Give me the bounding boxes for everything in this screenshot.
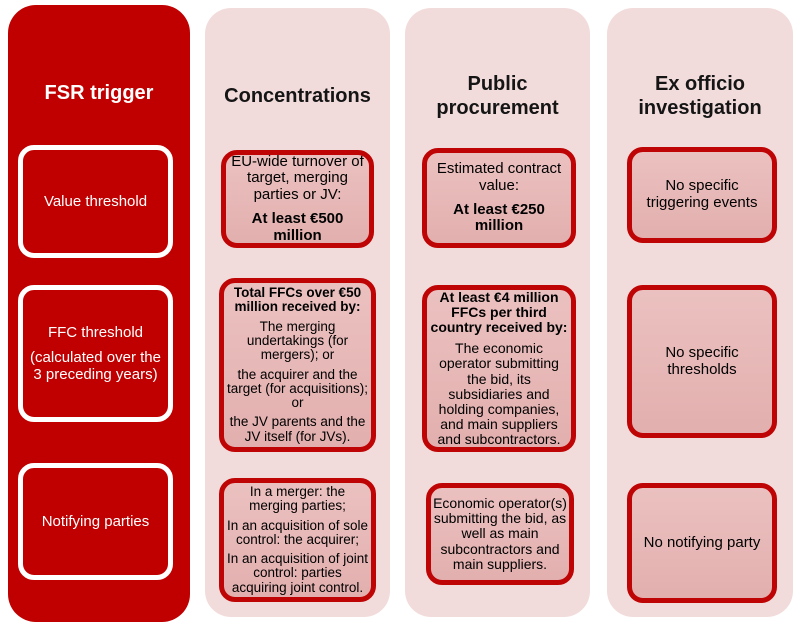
cell-text: the acquirer and the target (for acquisi… [226,366,369,411]
row-header-label: FFC threshold [47,323,144,341]
cell-text: the JV parents and the JV itself (for JV… [229,414,366,444]
cell-heading: Total FFCs over €50 million received by: [233,285,362,315]
cell-text: The merging undertakings (for mergers); … [246,318,349,363]
row-header-notifying-parties: Notifying parties [18,463,173,580]
column-title-public-procurement: Public procurement [436,73,559,119]
cell-text: No specific thresholds [665,343,739,378]
column-fsr-trigger: FSR trigger Value threshold FFC threshol… [8,5,190,622]
cell-text: The economic operator submitting the bid… [437,340,561,447]
cell-procurement-value-threshold: Estimated contract value: At least €250 … [422,148,576,248]
cell-heading: At least €4 million FFCs per third count… [430,288,568,336]
cell-text: Economic operator(s) submitting the bid,… [433,495,567,572]
row-header-value-threshold: Value threshold [18,145,173,258]
cell-text: No notifying party [643,533,761,551]
cell-ex-officio-notifying-parties: No notifying party [627,483,777,603]
cell-ex-officio-value-threshold: No specific triggering events [627,147,777,243]
cell-text: In an acquisition of joint control: part… [226,551,369,595]
cell-concentrations-notifying-parties: In a merger: the merging parties; In an … [219,478,376,602]
cell-concentrations-ffc-threshold: Total FFCs over €50 million received by:… [219,278,376,452]
cell-text: Estimated contract value: [436,159,562,194]
row-header-ffc-threshold: FFC threshold (calculated over the 3 pre… [18,285,173,422]
cell-threshold-amount: At least €500 million [251,209,344,244]
column-public-procurement: Public procurement Estimated contract va… [405,8,590,617]
cell-concentrations-value-threshold: EU-wide turnover of target, merging part… [221,150,374,248]
cell-procurement-ffc-threshold: At least €4 million FFCs per third count… [422,285,576,452]
cell-text: In an acquisition of sole control: the a… [226,517,369,547]
cell-ex-officio-ffc-threshold: No specific thresholds [627,285,777,438]
row-header-label: Value threshold [43,192,148,210]
column-title-concentrations: Concentrations [224,85,371,107]
column-title-ex-officio: Ex officio investigation [638,73,762,119]
column-title-fsr-trigger: FSR trigger [44,82,154,104]
row-header-note: (calculated over the 3 preceding years) [30,348,161,384]
column-concentrations: Concentrations EU-wide turnover of targe… [205,8,390,617]
column-ex-officio-investigation: Ex officio investigation No specific tri… [607,8,793,617]
row-header-label: Notifying parties [41,512,150,530]
cell-text: EU-wide turnover of target, merging part… [231,152,364,204]
cell-procurement-notifying-parties: Economic operator(s) submitting the bid,… [426,483,574,585]
cell-threshold-amount: At least €250 million [453,200,545,235]
cell-text: In a merger: the merging parties; [249,483,346,514]
cell-text: No specific triggering events [646,177,758,211]
